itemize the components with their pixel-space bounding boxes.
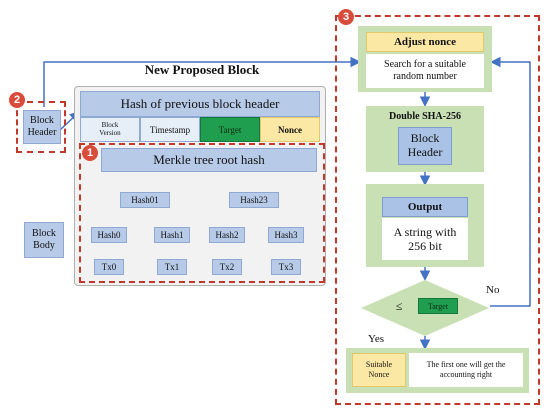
field-nonce: Nonce xyxy=(260,117,320,142)
hash23-node: Hash23 xyxy=(229,192,279,208)
proposed-block-title: New Proposed Block xyxy=(144,62,260,77)
hash3-node: Hash3 xyxy=(268,227,304,243)
badge-1-region xyxy=(79,143,325,283)
field-block-version: Block Version xyxy=(80,117,140,142)
no-label: No xyxy=(486,284,500,296)
badge-2: 2 xyxy=(9,92,25,108)
badge-2-region xyxy=(16,101,66,153)
hash2-node: Hash2 xyxy=(209,227,245,243)
field-timestamp: Timestamp xyxy=(140,117,200,142)
hash0-node: Hash0 xyxy=(91,227,127,243)
badge-1: 1 xyxy=(82,145,98,161)
block-body: Block Body xyxy=(24,222,64,258)
tx2-node: Tx2 xyxy=(212,259,242,275)
tx0-node: Tx0 xyxy=(94,259,124,275)
compare-symbol: ≤ xyxy=(395,298,403,313)
result-text: The first one will get the accounting ri… xyxy=(409,353,523,387)
hash01-node: Hash01 xyxy=(120,192,170,208)
output-title: Output xyxy=(382,197,468,217)
field-target: Target xyxy=(200,117,260,142)
compare-target: Target xyxy=(418,298,458,314)
prev-hash: Hash of previous block header xyxy=(80,91,320,117)
output-text: A string with 256 bit xyxy=(382,218,468,260)
merkle-root: Merkle tree root hash xyxy=(101,148,317,172)
hash1-node: Hash1 xyxy=(154,227,190,243)
tx1-node: Tx1 xyxy=(157,259,187,275)
suitable-nonce: Suitable Nonce xyxy=(352,353,406,387)
yes-label: Yes xyxy=(368,333,385,345)
double-sha-label: Double SHA-256 xyxy=(389,110,461,122)
adjust-nonce-title: Adjust nonce xyxy=(366,32,484,52)
badge-3-region xyxy=(335,15,540,405)
block-header-left: Block Header xyxy=(23,110,61,144)
badge-3: 3 xyxy=(338,9,354,25)
tx3-node: Tx3 xyxy=(271,259,301,275)
adjust-nonce-text: Search for a suitable random number xyxy=(366,54,484,88)
block-header-right: Block Header xyxy=(398,127,452,165)
